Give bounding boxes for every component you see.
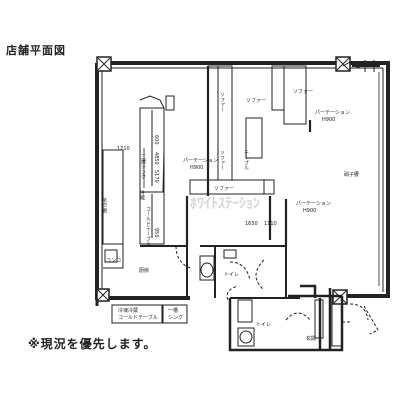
- toilet-2: [237, 299, 255, 347]
- label-partition-1: パーテーション: [315, 110, 350, 116]
- label-cold-table: コールドテーブル: [145, 206, 151, 246]
- page-title: 店舗平面図: [6, 44, 66, 57]
- kitchen-counter: [139, 95, 165, 245]
- label-cold-bottom: 冷凍冷蔵: [118, 307, 138, 314]
- label-cold: 冷蔵: [139, 189, 145, 201]
- label-sink: 二層シンク: [140, 154, 146, 179]
- label-sofa-bottom: ソファー: [214, 186, 234, 192]
- door-swings: [175, 245, 379, 335]
- toilet-1: [199, 249, 237, 281]
- label-sink-bottom-2: シンク: [168, 315, 183, 321]
- watermark: ﾎﾜｲﾄｽﾃｰｼｮﾝ: [190, 196, 260, 212]
- label-toilet-2: トイレ: [256, 322, 271, 328]
- label-shelf: 吊戸棚: [101, 198, 107, 214]
- dim-1110: 1110: [264, 221, 277, 227]
- entrance-door: [342, 60, 380, 72]
- label-stove: コンロ: [106, 258, 121, 264]
- sofa-bottom: [189, 179, 275, 195]
- partitions: [185, 66, 312, 246]
- column-top-left: [96, 56, 112, 72]
- column-bottom-left: [96, 288, 110, 302]
- label-partition-3: パーテーション: [296, 201, 331, 207]
- note-text: ※現況を優先します。: [28, 337, 157, 351]
- bottom-fixtures: [111, 304, 188, 324]
- label-table: テーブル: [243, 150, 249, 170]
- column-top-right: [335, 56, 351, 72]
- label-partition-3-h: H900: [303, 208, 316, 214]
- label-sofa-4: ソファー: [293, 89, 313, 95]
- dim-1210: 1210: [117, 146, 130, 152]
- label-sink-bottom: 一槽: [168, 307, 178, 314]
- labels: ソファー ソファー ソファー ソファー テーブル ソファー パーテーション H9…: [101, 89, 359, 342]
- dim-950: 950: [153, 228, 159, 238]
- label-entrance: 玄関: [306, 335, 316, 342]
- sofa-column-mid: [245, 65, 307, 159]
- label-partition-2: パーテーション: [183, 158, 218, 164]
- kitchen-lower-wall: [140, 245, 300, 299]
- fixtures: [165, 95, 343, 347]
- label-glass: 硝子腰: [344, 171, 359, 178]
- outer-walls: [95, 61, 390, 306]
- label-toilet-1: トイレ: [224, 272, 239, 278]
- left-cabinets: [102, 149, 124, 269]
- dim-1650: 1650: [245, 221, 258, 227]
- label-cold-bottom-2: コールドテーブル: [118, 314, 158, 321]
- label-sofa-2: ソファー: [219, 150, 225, 170]
- label-sofa-1: ソファー: [219, 92, 225, 112]
- label-partition-2-h: H900: [190, 165, 203, 171]
- label-partition-1-h: H900: [322, 117, 335, 123]
- label-sofa-3: ソファー: [246, 98, 266, 104]
- label-kitchen: 厨房: [139, 267, 149, 274]
- dim-5170: 5170: [153, 170, 159, 183]
- dim-600: 600: [153, 135, 159, 145]
- dim-4850: 4850: [153, 152, 159, 165]
